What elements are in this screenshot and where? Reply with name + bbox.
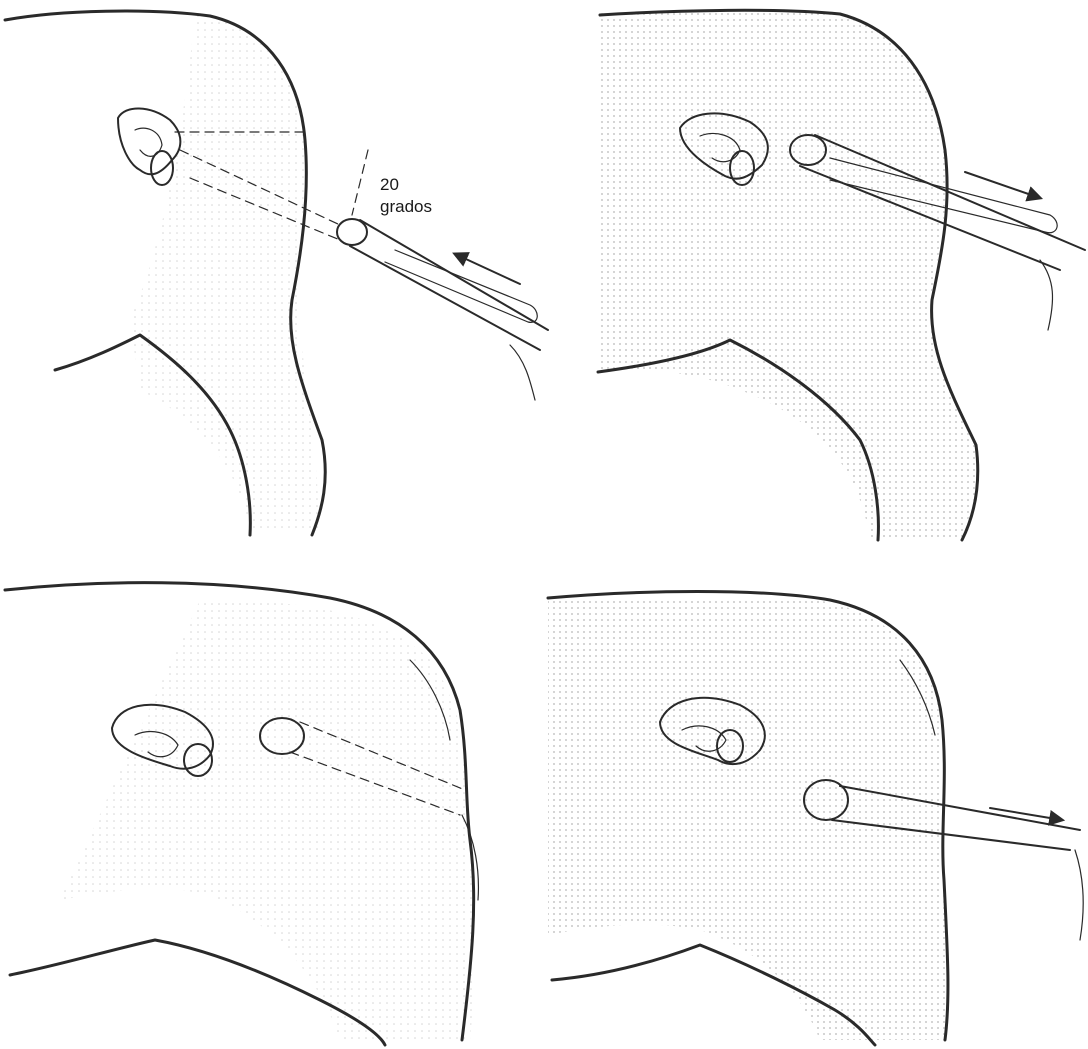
panel-top-left: 20 grados [5, 11, 548, 535]
motion-arrow-out [990, 808, 1062, 820]
instrument-cable [1075, 850, 1083, 940]
instrument-tip [337, 219, 367, 245]
face-shading [130, 15, 318, 530]
panel-top-right [598, 10, 1085, 540]
angle-value-label: 20 [380, 175, 399, 194]
motion-arrow-out [965, 172, 1040, 198]
instrument-sleeve [385, 250, 537, 322]
ear-outline [118, 108, 180, 174]
face-shading [600, 12, 977, 540]
face-shading [548, 598, 948, 1040]
instrument-body [350, 220, 548, 350]
instrument-cable [510, 345, 535, 400]
motion-arrow-in [455, 254, 520, 284]
instrument-cable [1040, 260, 1053, 330]
panel-bottom-right [548, 592, 1083, 1046]
ear-lobe [151, 151, 173, 185]
angle-unit-label: grados [380, 197, 432, 216]
panel-bottom-left [5, 583, 478, 1045]
angle-guide-line [352, 150, 368, 215]
